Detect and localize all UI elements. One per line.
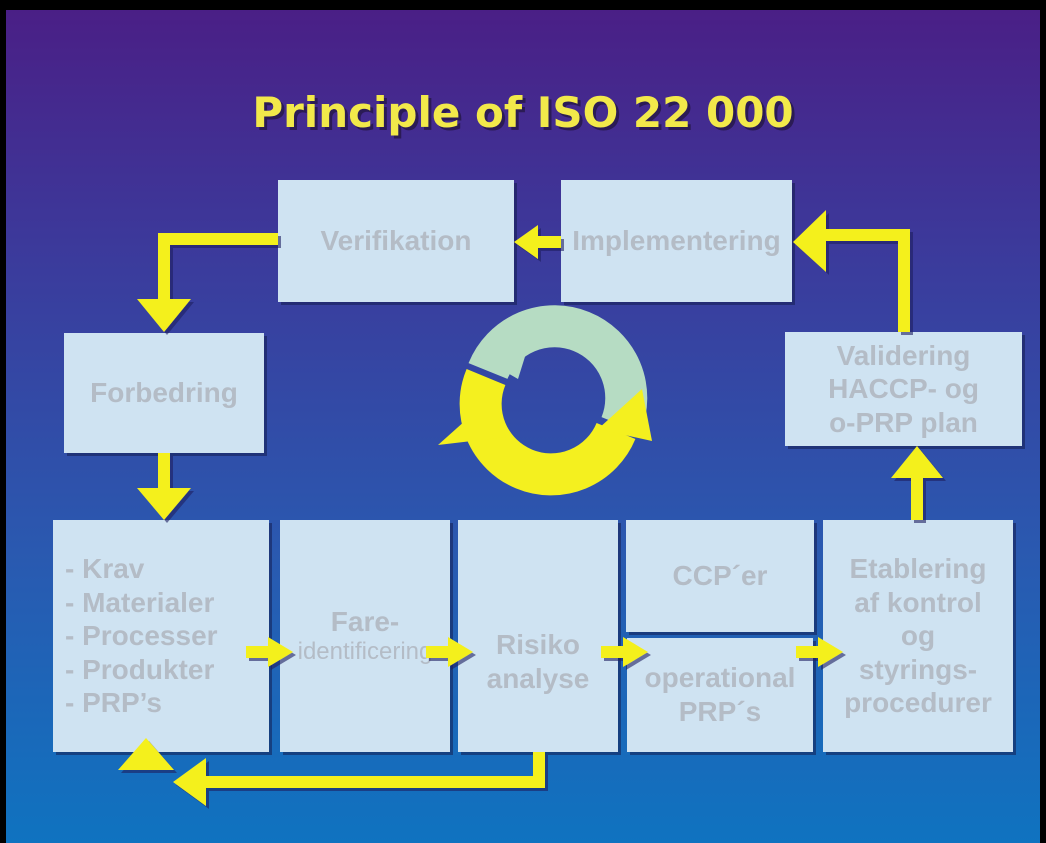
box-verifikation: Verifikation [278, 180, 514, 302]
arrow-head-left-verifikation [514, 225, 538, 259]
box-ccp-label: CCP´er [672, 560, 768, 592]
box-validering: Validering HACCP- og o-PRP plan [785, 332, 1022, 446]
slide-title: Principle of ISO 22 000 [252, 88, 794, 137]
box-etablering-line-5: procedurer [844, 687, 992, 719]
arrow-head-up-inputs [118, 738, 174, 770]
arrow-head-left-feedback [173, 758, 206, 806]
input-item-materialer: - Materialer [65, 586, 215, 618]
input-item-prps: - PRP’s [65, 687, 162, 719]
arrow-head-right-risiko [448, 637, 473, 667]
box-risiko: Risiko analyse [458, 520, 618, 752]
box-fare-line-2: identificering [297, 638, 433, 666]
arrow-head-left-implementering [793, 210, 826, 272]
box-validering-line-3: o-PRP plan [829, 406, 978, 438]
box-ccp: CCP´er [626, 520, 814, 632]
input-item-produkter: - Produkter [65, 653, 215, 685]
box-fare-line-1: Fare- [330, 605, 400, 637]
box-risiko-line-2: analyse [486, 662, 590, 694]
arrow-head-right-etablering [818, 637, 843, 667]
box-etablering: Etablering af kontrol og styrings- proce… [823, 520, 1013, 752]
box-verifikation-label: Verifikation [320, 225, 472, 257]
slide: Principle of ISO 22 000 Verifikation Imp… [6, 10, 1040, 843]
box-operational-line-1: operational [644, 662, 796, 694]
input-item-krav: - Krav [65, 553, 145, 585]
box-operational: operational PRP´s [627, 638, 813, 752]
box-implementering: Implementering [561, 180, 792, 302]
arrow-risiko-feedback [206, 752, 545, 788]
box-inputs: - Krav - Materialer - Processer - Produk… [53, 520, 269, 752]
box-etablering-line-4: styrings- [858, 653, 978, 685]
box-implementering-label: Implementering [572, 225, 781, 257]
box-validering-line-2: HACCP- og [828, 373, 979, 405]
arrow-head-up-validering [891, 446, 943, 478]
box-etablering-line-1: Etablering [849, 553, 987, 585]
arrow-head-right-fare [268, 637, 293, 667]
arrow-validering-to-implementering [826, 229, 910, 332]
box-operational-line-2: PRP´s [678, 696, 762, 727]
box-validering-line-1: Validering [836, 339, 971, 371]
arrow-head-down-forbedring [137, 299, 191, 332]
box-etablering-line-3: og [900, 620, 936, 652]
cycle-icon [438, 305, 652, 496]
input-item-processer: - Processer [65, 620, 218, 652]
box-forbedring-label: Forbedring [90, 377, 238, 409]
box-fare: Fare- identificering [280, 520, 450, 752]
box-forbedring: Forbedring [64, 333, 264, 453]
diagram-arrows [118, 210, 943, 806]
arrow-head-right-operational [623, 637, 648, 667]
box-etablering-line-2: af kontrol [854, 586, 982, 618]
arrow-head-down-inputs [137, 488, 191, 520]
box-risiko-line-1: Risiko [495, 629, 581, 660]
arrow-verifikation-to-forbedring [158, 233, 278, 302]
